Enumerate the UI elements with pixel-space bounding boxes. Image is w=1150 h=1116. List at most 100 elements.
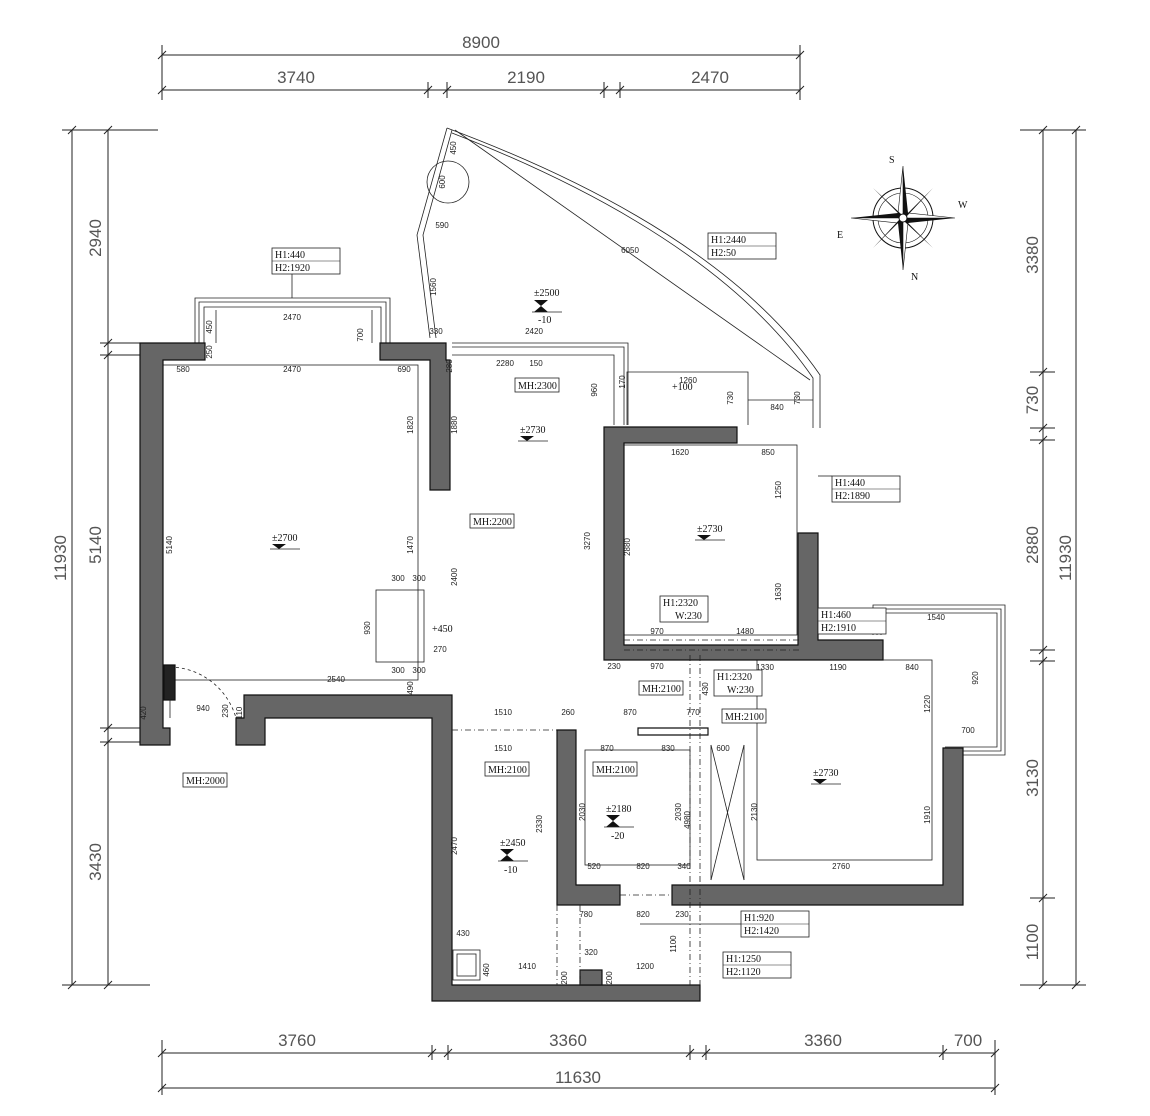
svg-text:H2:1120: H2:1120: [726, 967, 761, 978]
window-tag-8: H1:2320 W:230: [713, 669, 763, 697]
window-tags: H1:440 H2:1920 H1:2440 H2:50 H1:440 H2:1…: [271, 232, 901, 979]
window-tag-7: H1:2320 W:230: [659, 595, 709, 623]
level-marker-1: ±2500 -10: [532, 288, 562, 326]
interior-dim-label: 730: [726, 391, 735, 405]
interior-dim-label: 940: [196, 704, 210, 713]
svg-text:H1:460: H1:460: [821, 610, 851, 621]
interior-dim-label: 6050: [621, 246, 639, 255]
interior-dim-label: 270: [433, 645, 447, 654]
bottom-dim-2: 3360: [549, 1031, 587, 1050]
interior-dim-label: 1510: [494, 744, 512, 753]
left-dim-1: 2940: [86, 219, 105, 257]
window-tag-5: H1:920 H2:1420: [640, 910, 810, 938]
interior-dim-label: 690: [397, 365, 411, 374]
entry-door: [169, 666, 237, 719]
interior-dim-label: 300: [391, 574, 405, 583]
interior-dim-label: 5140: [165, 536, 174, 554]
interior-dim-label: 1560: [429, 278, 438, 296]
bottom-dimensions: 3760 3360 3360 700 11630: [157, 1031, 1000, 1095]
bottom-dim-1: 3760: [278, 1031, 316, 1050]
left-dimensions: 11930 2940 5140 3430: [51, 125, 158, 990]
right-dim-1: 3380: [1023, 236, 1042, 274]
right-dimensions: 11930 3380 730 2880 3130 1100: [1020, 125, 1086, 990]
interior-dim-label: 2400: [450, 568, 459, 586]
interior-dim-label: 2280: [496, 359, 514, 368]
left-total-dim: 11930: [51, 535, 70, 581]
interior-dim-label: 1620: [671, 448, 689, 457]
interior-dim-label: 2470: [283, 365, 301, 374]
interior-dim-label: 2470: [450, 837, 459, 855]
interior-dim-label: 2030: [674, 803, 683, 821]
interior-dim-label: 870: [623, 708, 637, 717]
svg-text:±2450: ±2450: [500, 838, 526, 849]
level-marker-5: ±2730: [811, 768, 841, 785]
svg-text:±2500: ±2500: [534, 288, 560, 299]
interior-dim-label: 200: [560, 971, 569, 985]
interior-dim-label: 1200: [636, 962, 654, 971]
interior-dim-label: 230: [607, 662, 621, 671]
svg-text:H1:2440: H1:2440: [711, 235, 746, 246]
right-dim-3: 2880: [1023, 526, 1042, 564]
interior-dim-label: 1330: [756, 663, 774, 672]
interior-dim-label: 840: [770, 403, 784, 412]
interior-dim-label: 820: [636, 862, 650, 871]
door-tag-4: MH:2100: [642, 684, 681, 695]
svg-text:H2:50: H2:50: [711, 248, 736, 259]
top-dimensions: 8900 3740 2190 2470: [157, 33, 805, 100]
window-tag-2: H1:2440 H2:50: [707, 232, 777, 260]
right-total-dim: 11930: [1056, 535, 1075, 581]
interior-dim-label: 340: [677, 862, 691, 871]
interior-dim-label: 830: [661, 744, 675, 753]
compass-s-label: S: [889, 155, 895, 166]
interior-dim-label: 2130: [750, 803, 759, 821]
top-dim-3: 2470: [691, 68, 729, 87]
svg-text:±2180: ±2180: [606, 804, 632, 815]
interior-dim-label: 1910: [923, 806, 932, 824]
interior-dim-label: 600: [716, 744, 730, 753]
interior-dim-label: 580: [176, 365, 190, 374]
interior-dim-label: 1510: [494, 708, 512, 717]
interior-dim-label: 1480: [736, 627, 754, 636]
interior-dim-label: 230: [675, 910, 689, 919]
svg-text:-10: -10: [504, 865, 517, 876]
interior-dim-label: 420: [139, 706, 148, 720]
interior-dim-label: 2420: [525, 327, 543, 336]
interior-dim-label: 2030: [578, 803, 587, 821]
interior-dim-label: 1100: [669, 935, 678, 953]
interior-dim-label: 320: [584, 948, 598, 957]
interior-dim-label: 460: [482, 963, 491, 977]
door-tag-7: MH:2100: [596, 765, 635, 776]
svg-text:H1:440: H1:440: [275, 250, 305, 261]
interior-dim-label: 4980: [683, 811, 692, 829]
interior-dim-label: 870: [600, 744, 614, 753]
interior-dim-label: 590: [435, 221, 449, 230]
window-tag-3: H1:440 H2:1890: [818, 475, 901, 503]
level-marker-3: ±2700: [270, 533, 300, 550]
left-dim-2: 5140: [86, 526, 105, 564]
interior-dim-label: 300: [412, 574, 426, 583]
window-tag-4: H1:460 H2:1910: [817, 607, 887, 635]
window-tag-1: H1:440 H2:1920: [271, 247, 341, 298]
interior-dim-label: 2470: [283, 313, 301, 322]
partitions: [452, 639, 800, 985]
interior-dim-label: 430: [456, 929, 470, 938]
bottom-total-dim: 11630: [555, 1068, 601, 1087]
right-dim-5: 1100: [1023, 924, 1042, 961]
interior-dim-label: 330: [429, 327, 443, 336]
interior-dim-label: 520: [587, 862, 601, 871]
svg-text:H1:2320: H1:2320: [663, 598, 698, 609]
bottom-dim-3: 3360: [804, 1031, 842, 1050]
interior-dim-label: 960: [590, 383, 599, 397]
interior-dim-label: 1630: [774, 583, 783, 601]
svg-text:±2700: ±2700: [272, 533, 298, 544]
svg-text:H1:1250: H1:1250: [726, 954, 761, 965]
interior-dim-label: 1410: [518, 962, 536, 971]
svg-text:H2:1920: H2:1920: [275, 263, 310, 274]
svg-text:W:230: W:230: [727, 685, 754, 696]
interior-dim-label: 1470: [406, 536, 415, 554]
svg-text:H2:1910: H2:1910: [821, 623, 856, 634]
interior-dim-label: 450: [205, 320, 214, 334]
svg-text:H2:1420: H2:1420: [744, 926, 779, 937]
